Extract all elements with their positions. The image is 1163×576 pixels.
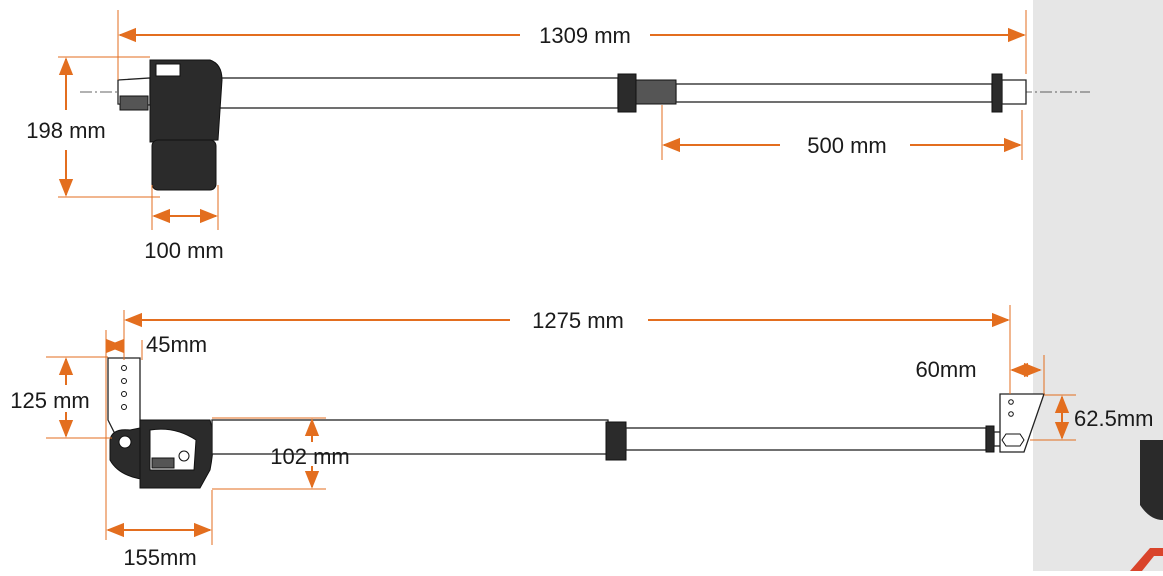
dim-label-height: 198 mm bbox=[26, 118, 105, 143]
dim-label-bracket-offset: 45mm bbox=[146, 332, 207, 357]
tube-collar-side bbox=[605, 421, 627, 461]
side-view: 1275 mm 45mm 125 mm 102 mm 155mm 60mm 62… bbox=[10, 305, 1153, 570]
dim-label-body-height: 102 mm bbox=[270, 444, 349, 469]
tube-collar bbox=[617, 73, 637, 113]
inner-rod bbox=[675, 83, 993, 103]
dim-label-motor-depth: 155mm bbox=[123, 545, 196, 570]
top-view: 1309 mm 500 mm 198 mm 100 mm bbox=[26, 10, 1090, 263]
rod-end-fork bbox=[1001, 79, 1027, 105]
dim-label-length-total-side: 1275 mm bbox=[532, 308, 624, 333]
dim-label-stroke: 500 mm bbox=[807, 133, 886, 158]
rod-end-cap-side bbox=[985, 425, 995, 453]
motor-housing-top bbox=[117, 59, 223, 191]
dim-label-bracket-height: 125 mm bbox=[10, 388, 89, 413]
coupling bbox=[635, 79, 677, 105]
dim-label-motor-width: 100 mm bbox=[144, 238, 223, 263]
outer-tube bbox=[217, 77, 619, 109]
dim-label-length-total: 1309 mm bbox=[539, 23, 631, 48]
outer-tube-side bbox=[211, 419, 609, 455]
inner-rod-side bbox=[625, 427, 987, 451]
dim-label-end-bracket-width: 60mm bbox=[915, 357, 976, 382]
brand-logo-partial-icon bbox=[1130, 440, 1163, 571]
dim-label-end-bracket-height: 62.5mm bbox=[1074, 406, 1153, 431]
rod-end-cap bbox=[991, 73, 1003, 113]
motor-housing-side bbox=[109, 419, 214, 489]
side-panel bbox=[1033, 0, 1163, 571]
